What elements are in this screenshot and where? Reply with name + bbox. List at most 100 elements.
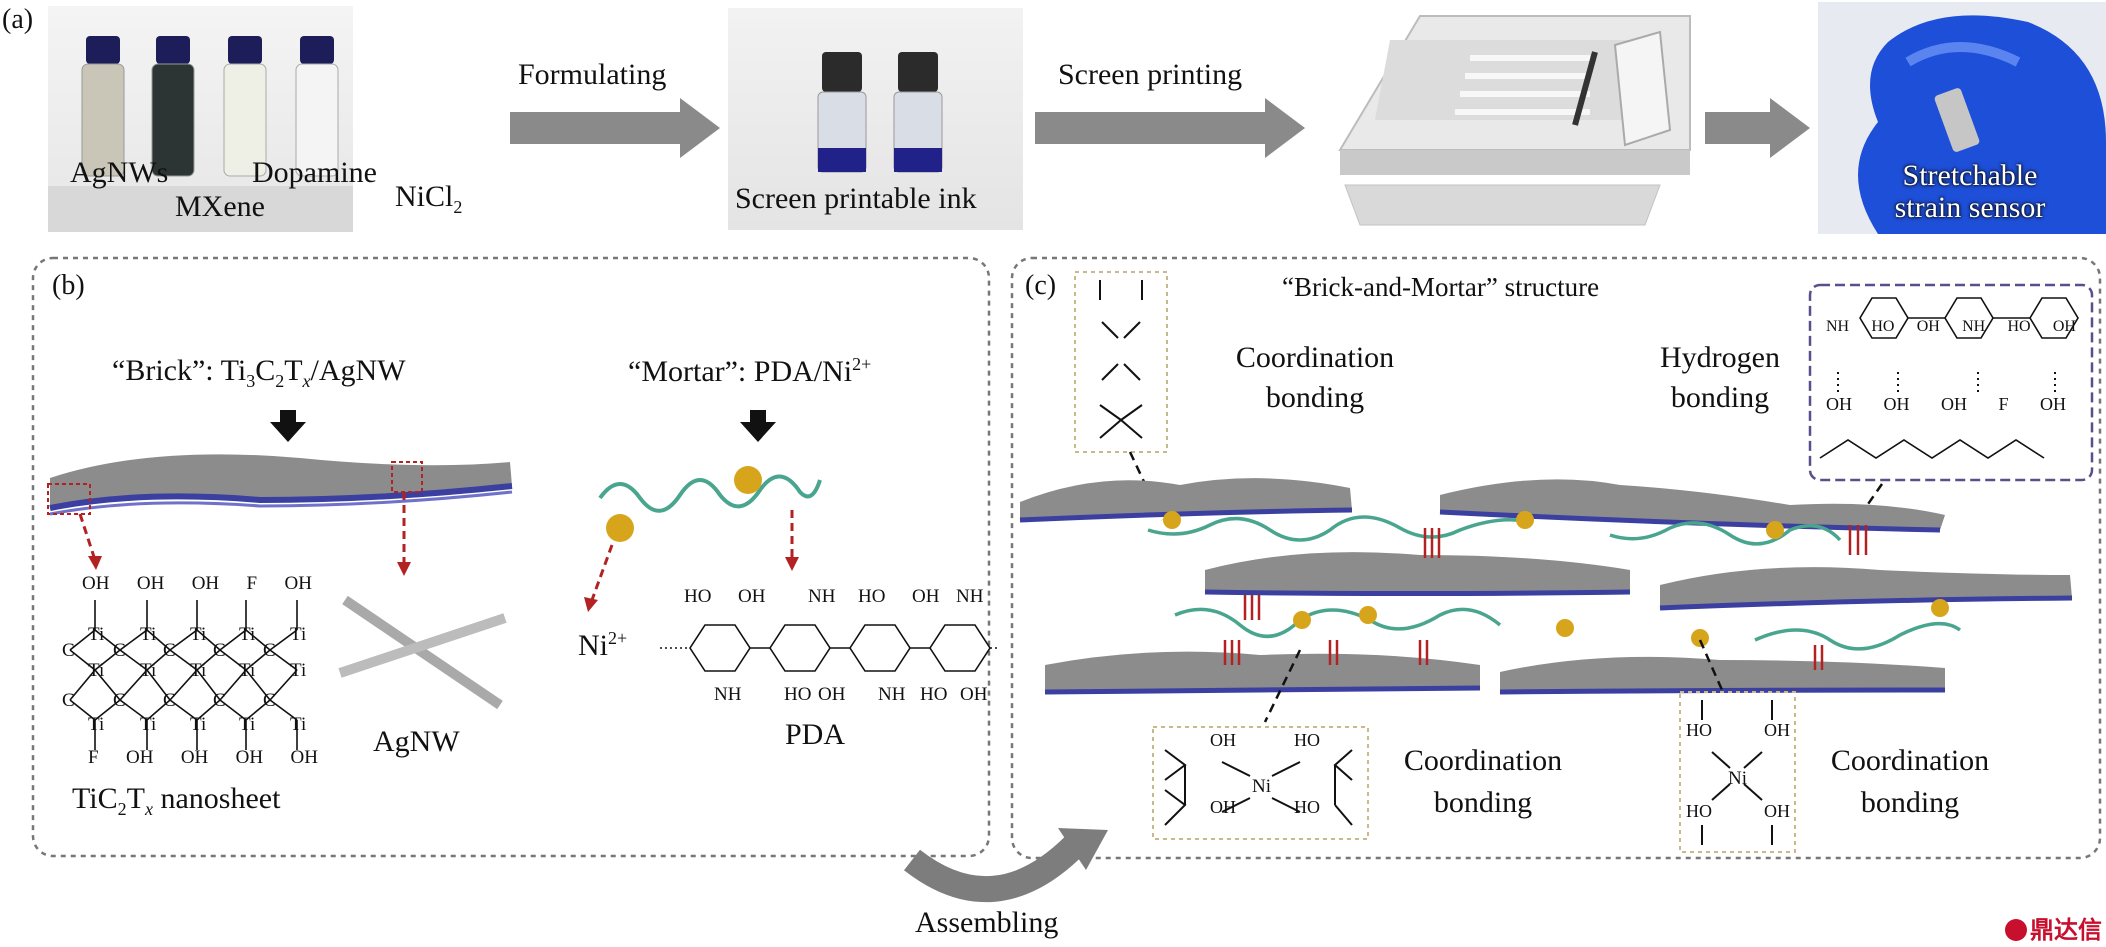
vial-label-agnws: AgNWs [70, 156, 169, 189]
arrow-to-sensor [1705, 98, 1810, 158]
coord-label-bottom-right: Coordination bonding [1805, 740, 2015, 824]
watermark: 鼎达信 [2005, 910, 2102, 945]
coord-label-top: Coordination bonding [1195, 338, 1435, 418]
svg-text:NH: NH [956, 586, 984, 607]
sensor-label-line1: Stretchable [1902, 159, 2038, 192]
pda-label: PDA [785, 718, 846, 751]
panel-a-tag: (a) [2, 4, 34, 35]
svg-text:HO: HO [684, 586, 711, 607]
svg-text:Ti: Ti [190, 624, 206, 645]
svg-text:Ti: Ti [140, 660, 156, 681]
agnw-label: AgNW [373, 725, 460, 758]
panel-b-tag: (b) [52, 270, 85, 301]
pda-structure [660, 624, 1000, 672]
svg-text:HO: HO [920, 684, 947, 705]
svg-text:Ni: Ni [1252, 776, 1271, 797]
mortar-chains [1147, 515, 1962, 651]
panel-b-border [31, 256, 991, 858]
ink-vials-drawing [817, 52, 943, 173]
agnw-wire-2 [338, 613, 507, 678]
svg-text:NH: NH [714, 684, 742, 705]
sensor-label-line2: strain sensor [1894, 191, 2046, 224]
svg-text:Ti: Ti [140, 714, 156, 735]
hbond-inset [1808, 283, 2094, 482]
svg-text:Ti: Ti [190, 660, 206, 681]
hydrogen-label: Hydrogen bonding [1640, 338, 1800, 418]
svg-text:HO: HO [784, 684, 811, 705]
panel-c-title: “Brick-and-Mortar” structure [1282, 272, 1600, 302]
svg-text:C: C [113, 640, 126, 661]
panel-c-border [1010, 256, 2102, 860]
svg-text:HO: HO [858, 586, 885, 607]
mortar-down-arrow [740, 410, 776, 442]
assembling-arrow [903, 835, 1085, 903]
svg-text:C: C [263, 640, 276, 661]
brick-sheets [1019, 478, 2073, 695]
vials-photo [48, 6, 353, 232]
coord-bl-line2: bonding [1433, 786, 1533, 819]
svg-text:OH: OH [912, 586, 940, 607]
coord-inset-top-lines [1099, 280, 1143, 439]
ni-ball-2 [734, 466, 762, 494]
watermark-icon [2005, 919, 2027, 941]
brick-down-arrow [270, 410, 306, 442]
svg-text:OH: OH [818, 684, 846, 705]
vial-label-nicl2: NiCl2 [395, 180, 463, 217]
coord-bl-line1: Coordination [1403, 744, 1563, 777]
svg-text:Ti: Ti [88, 660, 104, 681]
mortar-label: “Mortar”: PDA/Ni2+ [628, 354, 872, 388]
coord-br-line2: bonding [1860, 786, 1960, 819]
hydrogen-line2: bonding [1670, 381, 1770, 414]
ni-label: Ni2+ [578, 628, 628, 662]
svg-text:C: C [163, 690, 176, 711]
svg-text:OH: OH [738, 586, 766, 607]
svg-text:Ti: Ti [88, 714, 104, 735]
hydrogen-line1: Hydrogen [1660, 341, 1780, 374]
svg-text:Ti: Ti [239, 714, 255, 735]
coord-top-line2: bonding [1265, 381, 1365, 414]
hbond-rings [1819, 297, 2079, 459]
svg-text:Ti: Ti [88, 624, 104, 645]
svg-text:C: C [213, 640, 226, 661]
panel-c-tag: (c) [1025, 270, 1057, 301]
pda-chain [598, 474, 822, 513]
coord-top-line1: Coordination [1235, 341, 1395, 374]
hbond-dots [1837, 372, 2056, 392]
ink-photo [728, 8, 1023, 230]
svg-text:C: C [163, 640, 176, 661]
svg-text:Ni: Ni [1728, 768, 1747, 789]
ni-inset-left [1152, 726, 1369, 840]
agnw-wire-1 [342, 595, 503, 710]
sensor-label: Stretchable strain sensor [1850, 160, 2090, 224]
svg-text:OH: OH [960, 684, 988, 705]
assembling-label: Assembling [915, 906, 1059, 939]
svg-text:C: C [113, 690, 126, 711]
coord-label-bottom-left: Coordination bonding [1378, 740, 1588, 824]
sensor-photo [1818, 2, 2106, 234]
nanosheet-label: TiC2Tx nanosheet [72, 782, 281, 819]
glove-drawing [1858, 15, 2106, 234]
svg-text:C: C [263, 690, 276, 711]
svg-text:Ti: Ti [140, 624, 156, 645]
coord-inset-top [1074, 271, 1168, 453]
svg-text:NH: NH [808, 586, 836, 607]
ni-inset-right-lines [1701, 700, 1773, 845]
step-formulating: Formulating [518, 58, 667, 91]
watermark-text: 鼎达信 [2030, 916, 2102, 944]
svg-text:Ti: Ti [290, 660, 306, 681]
step-screen-printing: Screen printing [1058, 58, 1243, 91]
ni-nodes [1163, 511, 1949, 647]
svg-text:C: C [62, 690, 75, 711]
